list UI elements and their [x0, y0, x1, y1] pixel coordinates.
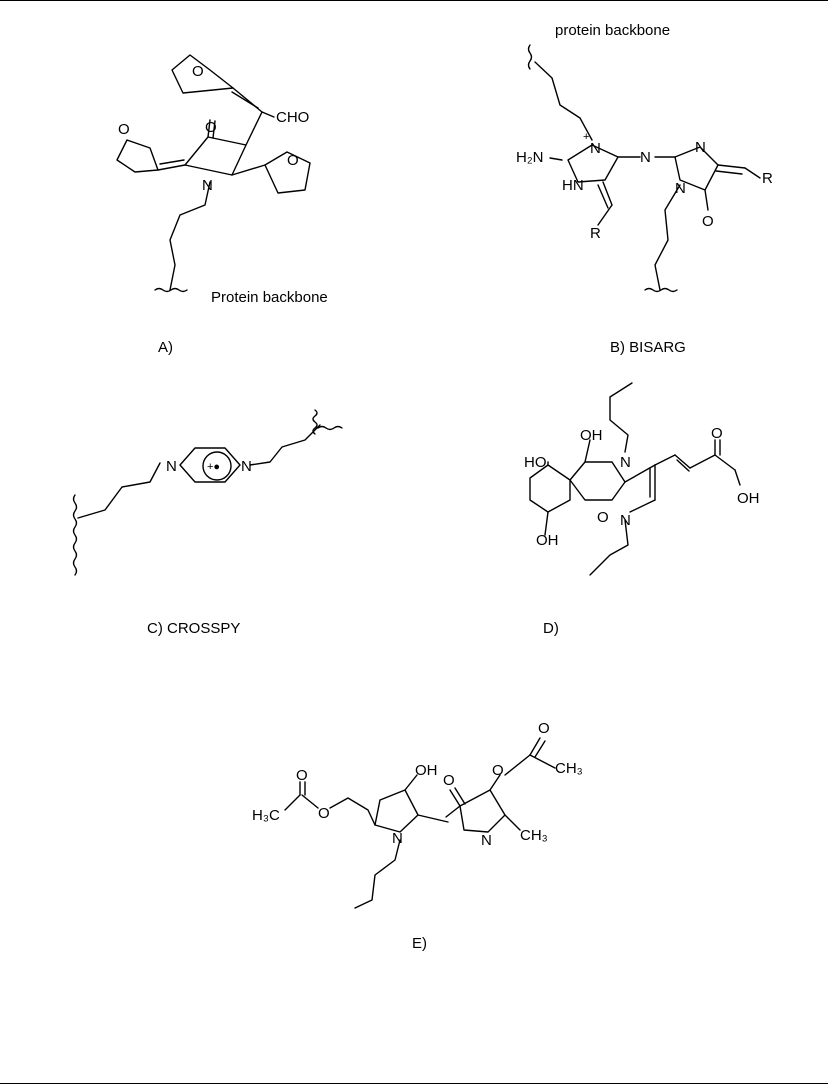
atom-label-o-ether: O: [318, 805, 330, 822]
atom-label-o-ester-left: O: [296, 767, 308, 784]
atom-label-h3c: H₃C: [252, 807, 280, 824]
atom-label-r-lower: R: [590, 225, 601, 242]
atom-label-ch3-right: CH₃: [520, 827, 548, 844]
atom-label-n-left: N: [166, 458, 177, 475]
caption-d: D): [543, 620, 559, 637]
atom-label-ho: HO: [524, 454, 547, 471]
atom-label-oh-right: OH: [737, 490, 760, 507]
atom-label-oh-top: OH: [580, 427, 603, 444]
atom-label-o: O: [702, 213, 714, 230]
atom-label-n-cationic: N: [590, 140, 601, 157]
atom-label-n-bridge: N: [640, 149, 651, 166]
atom-label-n-lower: N: [675, 180, 686, 197]
atom-label-o-ring: O: [597, 509, 609, 526]
caption-c: C) CROSSPY: [147, 620, 240, 637]
caption-a: A): [158, 339, 173, 356]
atom-label-h2n: H₂N: [516, 149, 544, 166]
caption-b: B) BISARG: [610, 339, 686, 356]
structure-d: OH HO N N O O OH OH D): [524, 383, 760, 637]
structure-b: protein backbone H₂N + N N HN N N O R R …: [516, 22, 773, 356]
atom-label-o-furan-left: O: [118, 121, 130, 138]
annotation-a-backbone: Protein backbone: [211, 289, 328, 306]
atom-label-o-ketone: O: [711, 425, 723, 442]
atom-label-n-right: N: [241, 458, 252, 475]
atom-label-n-upper: N: [620, 454, 631, 471]
annotation-b-backbone: protein backbone: [555, 22, 670, 39]
atom-label-cho: CHO: [276, 109, 309, 126]
atom-label-plus-dot: +●: [207, 461, 220, 473]
atom-label-o-furan-top: O: [192, 63, 204, 80]
atom-label-hn: HN: [562, 177, 584, 194]
caption-e: E): [412, 935, 427, 952]
atom-label-n-ring: N: [695, 139, 706, 156]
atom-label-o-carbonyl: O: [538, 720, 550, 737]
atom-label-o-furan-right: O: [287, 152, 299, 169]
atom-label-n: N: [202, 177, 213, 194]
atom-label-n-imine: N: [481, 832, 492, 849]
atom-label-ch3-top: CH₃: [555, 760, 583, 777]
structure-a: O N O O O CHO Protein backbone A): [117, 55, 328, 356]
atom-label-n-lower: N: [620, 512, 631, 529]
structure-c: N N +● C) CROSSPY: [74, 410, 343, 637]
atom-label-o: O: [205, 119, 217, 136]
atom-label-n-pyrrole: N: [392, 830, 403, 847]
atom-label-r-right: R: [762, 170, 773, 187]
atom-label-oh: OH: [415, 762, 438, 779]
atom-label-oh-bottom: OH: [536, 532, 559, 549]
atom-label-n-plus: +: [583, 131, 589, 143]
structure-e: O H₃C O OH N O O O CH₃ N CH₃ E): [252, 720, 583, 952]
atom-label-o-acetate: O: [492, 762, 504, 779]
atom-label-o-ketone: O: [443, 772, 455, 789]
